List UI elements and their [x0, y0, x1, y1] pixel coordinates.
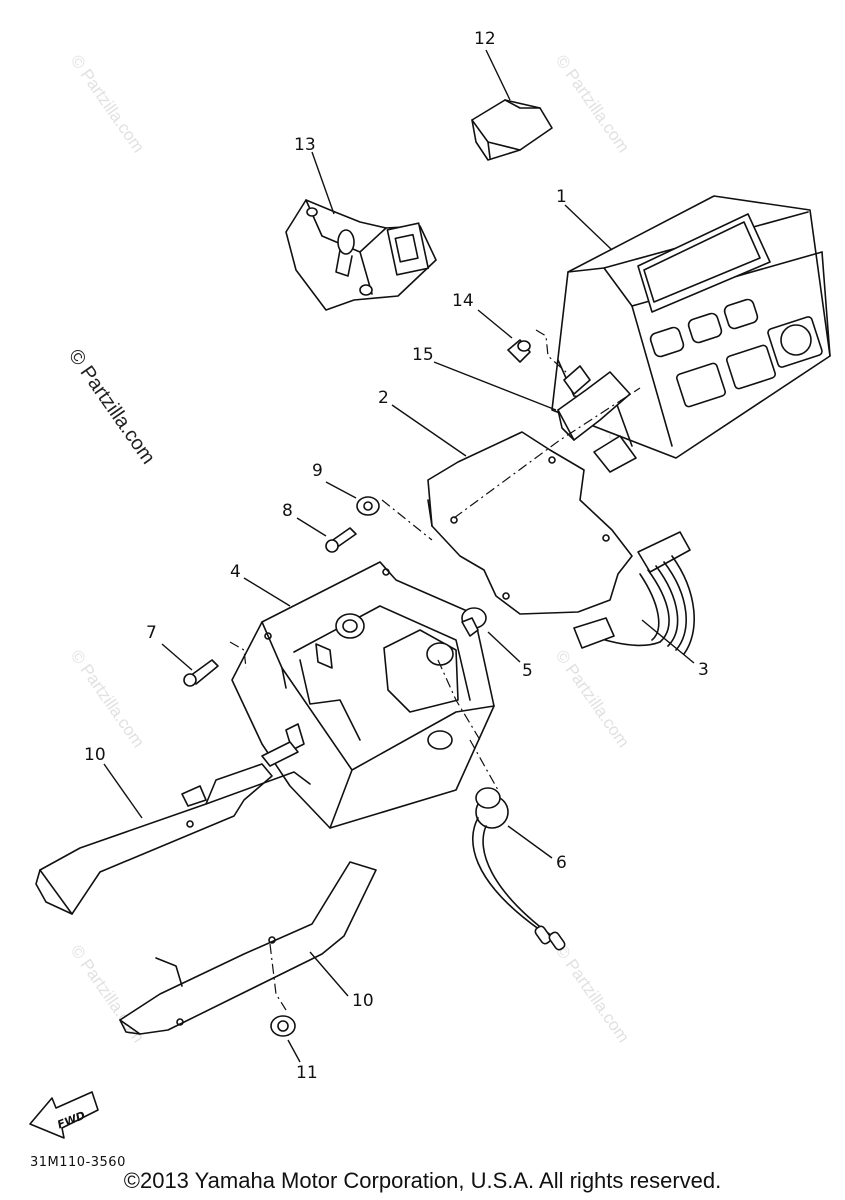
part-15-bracket: [557, 365, 637, 473]
leader-lines: [103, 49, 695, 1063]
watermark: © Partzilla.com: [552, 51, 633, 156]
callout-11: 11: [296, 1063, 318, 1083]
callout-1: 1: [556, 187, 567, 207]
callout-5: 5: [522, 661, 533, 681]
watermark: © Partzilla.com: [552, 646, 633, 751]
callout-14: 14: [452, 291, 474, 311]
callout-9: 9: [312, 461, 323, 481]
callout-8: 8: [282, 501, 293, 521]
part-3-ribbon-cable: [573, 531, 695, 655]
callout-13: 13: [294, 135, 316, 155]
assembly-line: [469, 739, 499, 791]
part-4-housing: [231, 561, 495, 829]
watermark: © Partzilla.com: [67, 51, 148, 156]
part-14-bulb: [507, 339, 531, 363]
callout-4: 4: [230, 562, 241, 582]
assembly-line: [535, 329, 567, 373]
assembly-line: [269, 943, 287, 1011]
assembly-line: [437, 659, 481, 741]
part-7-screw: [183, 659, 219, 687]
part-8-screw: [325, 527, 357, 553]
callout-6: 6: [556, 853, 567, 873]
callout-15: 15: [412, 345, 434, 365]
callout-numbers: 1 2 3 4 5 6 7 8 9 10 10 11 12 13 14 15: [84, 29, 709, 1083]
part-13-relay: [285, 199, 437, 311]
copyright-notice: ©2013 Yamaha Motor Corporation, U.S.A. A…: [123, 1168, 722, 1193]
watermark-main: © Partzilla.com: [64, 345, 159, 468]
drawing-code: 31M110-3560: [30, 1155, 126, 1170]
assembly-line: [381, 499, 433, 541]
part-11-nut: [270, 1015, 296, 1037]
callout-12: 12: [474, 29, 496, 49]
part-10-stay-upper: [35, 741, 311, 915]
part-5-bulb: [461, 607, 487, 637]
watermark: © Partzilla.com: [67, 646, 148, 751]
watermark: © Partzilla.com: [552, 941, 633, 1046]
part-6-socket: [472, 787, 566, 951]
part-10-stay-lower: [119, 861, 377, 1035]
assembly-line: [229, 641, 247, 669]
assembly-line: [453, 387, 641, 519]
callout-2: 2: [378, 388, 389, 408]
callout-3: 3: [698, 660, 709, 680]
callout-10-upper: 10: [84, 745, 106, 765]
callout-7: 7: [146, 623, 157, 643]
callout-10-lower: 10: [352, 991, 374, 1011]
part-9-nut: [356, 496, 380, 516]
part-2-plate: [427, 431, 633, 615]
part-12-cap: [471, 99, 553, 161]
fwd-arrow: FWD: [29, 1091, 99, 1139]
